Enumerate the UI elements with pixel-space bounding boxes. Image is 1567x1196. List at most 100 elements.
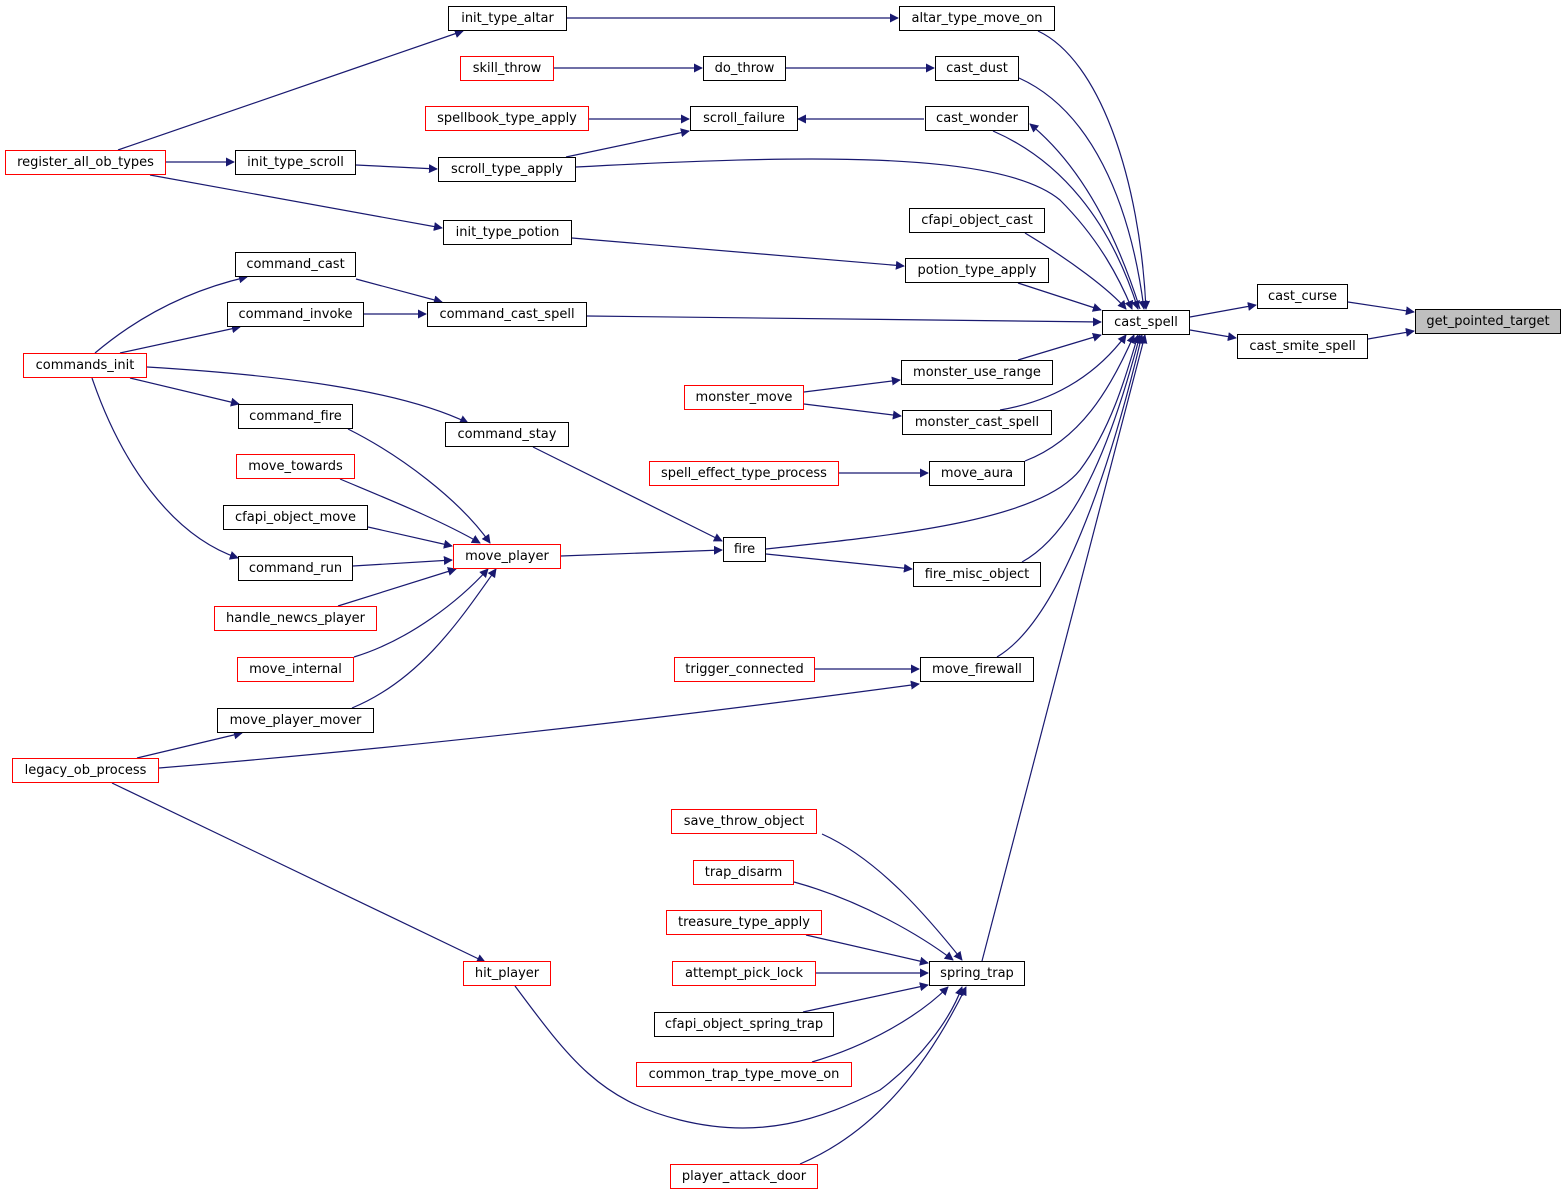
node-trap-disarm[interactable]: trap_disarm [693,860,794,885]
node-init-type-potion[interactable]: init_type_potion [443,220,572,245]
edge-cast-dust-to-cast-spell [1018,77,1148,310]
edge-register-all-ob-types-to-init-type-potion [149,174,443,231]
node-command-invoke[interactable]: command_invoke [227,302,364,327]
edge-command-cast-to-command-cast-spell [355,278,443,305]
edge-cast-smite-spell-to-get-pointed-target [1367,327,1415,340]
edge-cast-spell-to-cast-wonder [1029,123,1141,310]
edge-scroll-type-apply-to-cast-spell [575,158,1134,310]
edge-command-stay-to-fire [532,446,723,542]
edge-move-player-to-fire [560,545,723,557]
edge-trap-disarm-to-spring-trap [793,881,954,961]
node-spell-effect-type-process[interactable]: spell_effect_type_process [649,461,839,486]
edge-commands-init-to-command-stay [146,366,469,424]
edge-move-internal-to-move-player [353,568,489,658]
node-treasure-type-apply[interactable]: treasure_type_apply [666,910,822,935]
edge-spring-trap-to-cast-spell [981,334,1148,962]
node-move-towards[interactable]: move_towards [236,454,355,479]
edge-monster-cast-spell-to-cast-spell [999,334,1127,411]
node-hit-player[interactable]: hit_player [463,961,551,986]
edge-cast-spell-to-cast-smite-spell [1189,329,1237,342]
node-spring-trap[interactable]: spring_trap [929,961,1025,986]
node-cfapi-object-spring-trap[interactable]: cfapi_object_spring_trap [654,1012,834,1037]
edge-common-trap-type-move-on-to-spring-trap [811,986,949,1063]
edge-cast-wonder-to-cast-spell [992,130,1140,310]
node-cast-wonder[interactable]: cast_wonder [925,106,1029,131]
node-commands-init[interactable]: commands_init [23,353,147,378]
node-init-type-scroll[interactable]: init_type_scroll [235,150,356,175]
edge-move-towards-to-move-player [339,478,481,544]
node-attempt-pick-lock[interactable]: attempt_pick_lock [672,961,816,986]
edge-fire-to-cast-spell [765,334,1141,550]
node-spellbook-type-apply[interactable]: spellbook_type_apply [425,106,589,131]
node-save-throw-object[interactable]: save_throw_object [671,809,817,834]
edge-fire-to-fire-misc-object [765,553,913,573]
edge-commands-init-to-command-run [91,377,239,560]
node-fire-misc-object[interactable]: fire_misc_object [913,562,1041,587]
node-scroll-failure[interactable]: scroll_failure [690,106,798,131]
edge-commands-init-to-command-fire [129,377,240,407]
node-cast-spell[interactable]: cast_spell [1102,310,1190,335]
node-move-aura[interactable]: move_aura [929,461,1025,486]
edge-fire-misc-object-to-cast-spell [1021,334,1143,563]
node-cfapi-object-move[interactable]: cfapi_object_move [223,505,368,530]
node-monster-cast-spell[interactable]: monster_cast_spell [902,410,1052,435]
edge-legacy-ob-process-to-move-player-mover [136,730,243,759]
node-do-throw[interactable]: do_throw [703,56,786,81]
edge-potion-type-apply-to-cast-spell [1017,282,1102,312]
node-init-type-altar[interactable]: init_type_altar [448,6,567,31]
node-get-pointed-target: get_pointed_target [1415,309,1561,334]
node-cast-curse[interactable]: cast_curse [1257,284,1348,309]
node-common-trap-type-move-on[interactable]: common_trap_type_move_on [636,1062,852,1087]
edge-move-firewall-to-cast-spell [996,334,1145,658]
node-altar-type-move-on[interactable]: altar_type_move_on [899,6,1055,31]
edge-scroll-type-apply-to-scroll-failure [565,128,690,158]
edge-save-throw-object-to-spring-trap [821,833,963,961]
node-skill-throw[interactable]: skill_throw [460,56,554,81]
edge-cast-curse-to-get-pointed-target [1347,301,1415,316]
edge-hit-player-to-spring-trap [514,985,964,1129]
node-cfapi-object-cast[interactable]: cfapi_object_cast [909,208,1045,233]
edge-player-attack-door-to-spring-trap [799,986,967,1165]
edge-altar-type-move-on-to-cast-spell [1037,30,1151,310]
edge-move-aura-to-cast-spell [1024,334,1135,462]
node-player-attack-door[interactable]: player_attack_door [670,1164,818,1189]
node-monster-move[interactable]: monster_move [684,385,804,410]
node-monster-use-range[interactable]: monster_use_range [901,360,1053,385]
node-register-all-ob-types[interactable]: register_all_ob_types [5,150,166,175]
edge-cast-spell-to-cast-curse [1189,302,1257,318]
node-move-internal[interactable]: move_internal [237,657,354,682]
edge-command-cast-spell-to-cast-spell [586,315,1102,327]
edge-monster-use-range-to-cast-spell [1017,333,1102,361]
node-move-player-mover[interactable]: move_player_mover [217,708,374,733]
edge-register-all-ob-types-to-init-type-altar [117,29,464,151]
edge-cfapi-object-move-to-move-player [367,526,453,549]
edge-monster-move-to-monster-cast-spell [803,403,902,420]
edge-command-run-to-move-player [352,555,453,567]
edge-handle-newcs-player-to-move-player [337,567,457,607]
node-command-cast-spell[interactable]: command_cast_spell [427,302,587,327]
node-command-cast[interactable]: command_cast [235,252,356,277]
node-cast-smite-spell[interactable]: cast_smite_spell [1237,334,1368,359]
edge-monster-move-to-monster-use-range [803,376,901,393]
node-command-fire[interactable]: command_fire [238,404,353,429]
edge-legacy-ob-process-to-hit-player [111,782,486,963]
node-trigger-connected[interactable]: trigger_connected [674,657,815,682]
node-cast-dust[interactable]: cast_dust [935,56,1019,81]
node-command-stay[interactable]: command_stay [445,422,569,447]
node-move-player[interactable]: move_player [453,544,561,569]
edge-init-type-potion-to-potion-type-apply [571,237,905,270]
node-move-firewall[interactable]: move_firewall [920,657,1034,682]
node-potion-type-apply[interactable]: potion_type_apply [905,258,1049,283]
node-legacy-ob-process[interactable]: legacy_ob_process [12,758,159,783]
node-scroll-type-apply[interactable]: scroll_type_apply [438,157,576,182]
edge-move-player-mover-to-move-player [351,568,497,709]
node-command-run[interactable]: command_run [238,556,353,581]
edge-init-type-scroll-to-scroll-type-apply [355,164,438,174]
edge-cfapi-object-cast-to-cast-spell [1024,232,1127,310]
node-handle-newcs-player[interactable]: handle_newcs_player [214,606,377,631]
edge-cfapi-object-spring-trap-to-spring-trap [802,982,929,1013]
edge-legacy-ob-process-to-move-firewall [158,680,920,769]
node-fire[interactable]: fire [723,537,766,562]
edge-command-fire-to-move-player [347,428,491,544]
